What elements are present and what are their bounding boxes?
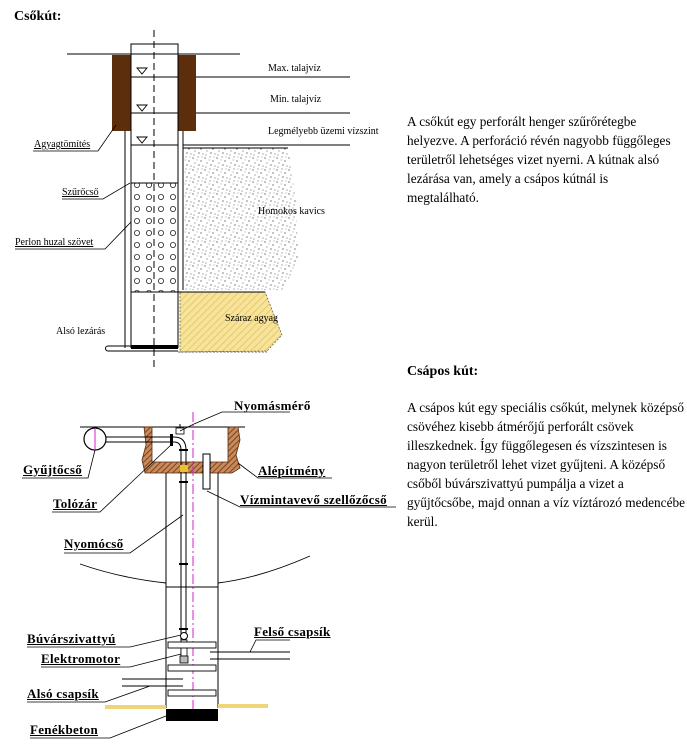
label-upper-arm-plane: Felső csapsík [254, 624, 331, 639]
label-clay-layer: Száraz agyag [225, 313, 279, 324]
label-base-concrete: Fenékbeton [30, 722, 98, 737]
label-pressure-pipe: Nyomócső [64, 536, 124, 551]
base-concrete [166, 709, 218, 721]
section1-title: Csőkút: [14, 9, 62, 24]
label-submersible-pump: Búvárszivattyú [27, 631, 116, 646]
label-valve: Tolózár [53, 496, 98, 511]
pipe-fitting [180, 465, 188, 472]
section2-description: A csápos kút egy speciális csőkút, melyn… [407, 400, 686, 529]
clay-seal-right [178, 55, 196, 131]
label-collector-pipe: Gyűjtőcső [23, 462, 83, 477]
label-min-water: Min. talajvíz [270, 94, 322, 105]
bottom-seal [131, 345, 178, 349]
label-bottom-seal: Alsó lezárás [56, 326, 106, 337]
bottom-ground-right [218, 704, 268, 708]
label-filter-pipe: Szűrőcső [62, 187, 99, 198]
label-lowest-level: Legmélyebb üzemi vízszint [268, 126, 379, 137]
clay-seal-left [112, 55, 131, 131]
water-level-marker [136, 104, 148, 112]
label-max-water: Max. talajvíz [268, 63, 321, 74]
section2-title: Csápos kút: [407, 364, 479, 379]
valve [170, 434, 173, 446]
label-electric-motor: Elektromotor [41, 651, 121, 666]
label-perlon-mesh: Perlon huzal szövet [15, 237, 94, 248]
label-sampling-vent: Vízmintavevő szellőzőcső [240, 492, 387, 507]
sandy-gravel-layer [183, 148, 298, 290]
label-pressure-gauge: Nyomásmérő [234, 398, 311, 413]
bottom-ground-left [105, 705, 166, 709]
sampling-vent-pipe [202, 453, 211, 490]
label-substructure: Alépítmény [258, 463, 326, 478]
submersible-pump [180, 632, 188, 640]
electric-motor [179, 655, 189, 664]
label-sandy-gravel: Homokos kavics [258, 206, 325, 217]
label-clay-seal: Agyagtömítés [34, 139, 91, 150]
label-lower-arm-plane: Alsó csapsík [27, 686, 99, 701]
water-level-marker [136, 67, 148, 75]
substructure [141, 426, 241, 474]
section1-description: A csőkút egy perforált henger szűrőréteg… [407, 114, 671, 205]
water-level-marker [136, 136, 148, 144]
